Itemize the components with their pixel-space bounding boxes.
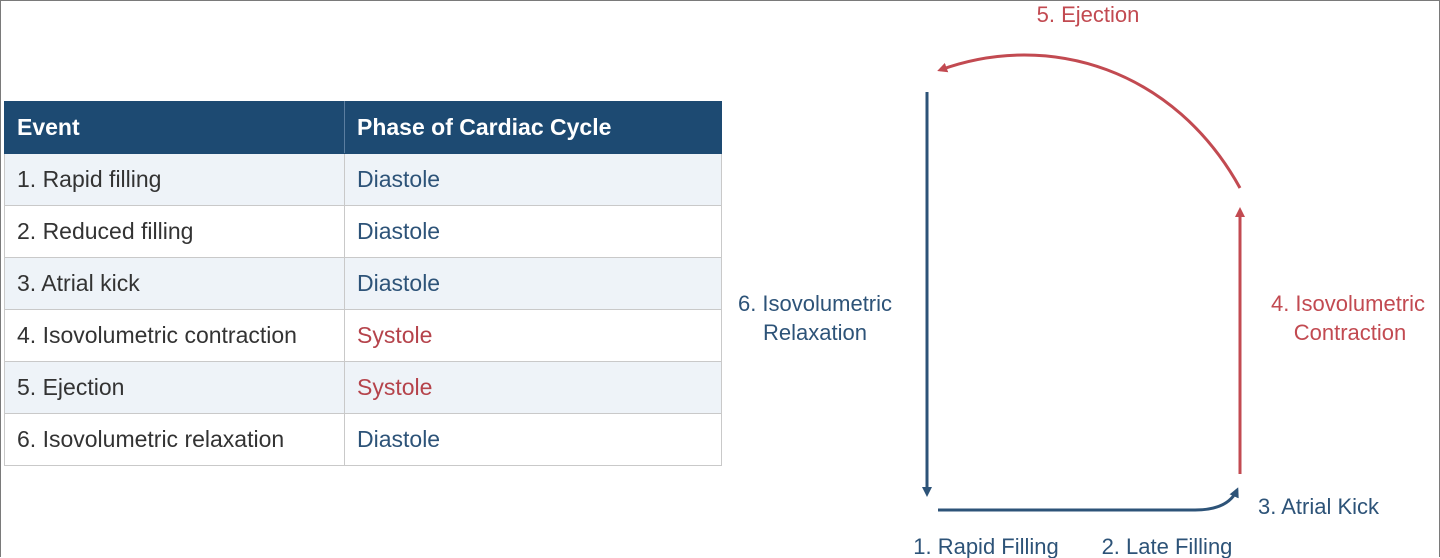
event-cell: 3. Atrial kick: [4, 257, 345, 310]
table-row: 6. Isovolumetric relaxation Diastole: [4, 413, 722, 466]
phase-cell: Systole: [344, 361, 722, 414]
table-header-row: Event Phase of Cardiac Cycle: [4, 101, 722, 154]
phase-cell: Diastole: [344, 153, 722, 206]
header-event: Event: [4, 101, 345, 154]
label-atrial-kick: 3. Atrial Kick: [1258, 494, 1380, 519]
label-relaxation-1: 6. Isovolumetric: [738, 291, 892, 316]
label-late-filling: 2. Late Filling: [1102, 534, 1233, 558]
phase-cell: Diastole: [344, 257, 722, 310]
header-phase: Phase of Cardiac Cycle: [344, 101, 722, 154]
event-cell: 1. Rapid filling: [4, 153, 345, 206]
label-relaxation-2: Relaxation: [763, 320, 867, 345]
table-row: 5. Ejection Systole: [4, 361, 722, 414]
label-ejection: 5. Ejection: [1037, 2, 1140, 27]
ejection-arrow: [937, 53, 1242, 189]
filling-arrow: [938, 487, 1239, 512]
label-rapid-filling: 1. Rapid Filling: [913, 534, 1059, 558]
event-cell: 5. Ejection: [4, 361, 345, 414]
phase-cell: Systole: [344, 309, 722, 362]
table-row: 4. Isovolumetric contraction Systole: [4, 309, 722, 362]
event-cell: 2. Reduced filling: [4, 205, 345, 258]
event-cell: 6. Isovolumetric relaxation: [4, 413, 345, 466]
table-row: 1. Rapid filling Diastole: [4, 153, 722, 206]
label-contraction-2: Contraction: [1294, 320, 1407, 345]
table-row: 2. Reduced filling Diastole: [4, 205, 722, 258]
cardiac-cycle-table: Event Phase of Cardiac Cycle 1. Rapid fi…: [4, 101, 722, 466]
phase-cell: Diastole: [344, 205, 722, 258]
table-row: 3. Atrial kick Diastole: [4, 257, 722, 310]
label-contraction-1: 4. Isovolumetric: [1271, 291, 1425, 316]
phase-cell: Diastole: [344, 413, 722, 466]
